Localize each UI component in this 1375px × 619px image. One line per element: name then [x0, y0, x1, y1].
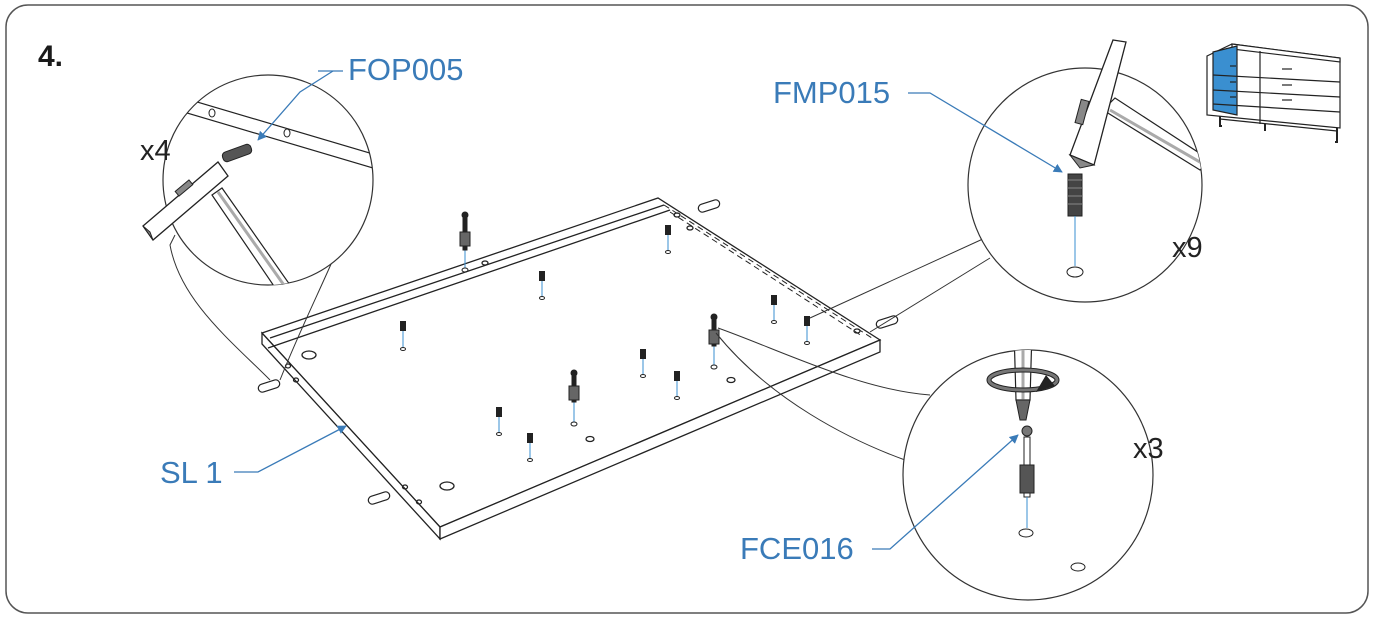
qty-label-x9: x9 [1172, 232, 1203, 264]
cam-bolts [459, 211, 720, 427]
hammer-icon [1068, 39, 1127, 169]
dresser-thumbnail-icon [1206, 43, 1341, 143]
step-number: 4. [38, 40, 63, 73]
qty-label-x4: x4 [140, 135, 171, 167]
part-label-fmp015: FMP015 [773, 75, 890, 110]
sl1-pointer [234, 425, 347, 473]
part-label-fce016: FCE016 [740, 531, 854, 566]
qty-label-x3: x3 [1133, 433, 1164, 465]
step-border [5, 4, 1369, 614]
inserts [400, 225, 810, 462]
callout-fop005 [142, 70, 374, 381]
rotation-arrow-icon [986, 367, 1060, 393]
callout-fmp015 [809, 39, 1203, 333]
part-label-fop005: FOP005 [348, 52, 463, 87]
panel-label-sl1: SL 1 [160, 455, 223, 490]
callout-fce016 [715, 327, 1154, 601]
hammer-icon [142, 161, 229, 241]
panel-sl1 [260, 197, 882, 541]
